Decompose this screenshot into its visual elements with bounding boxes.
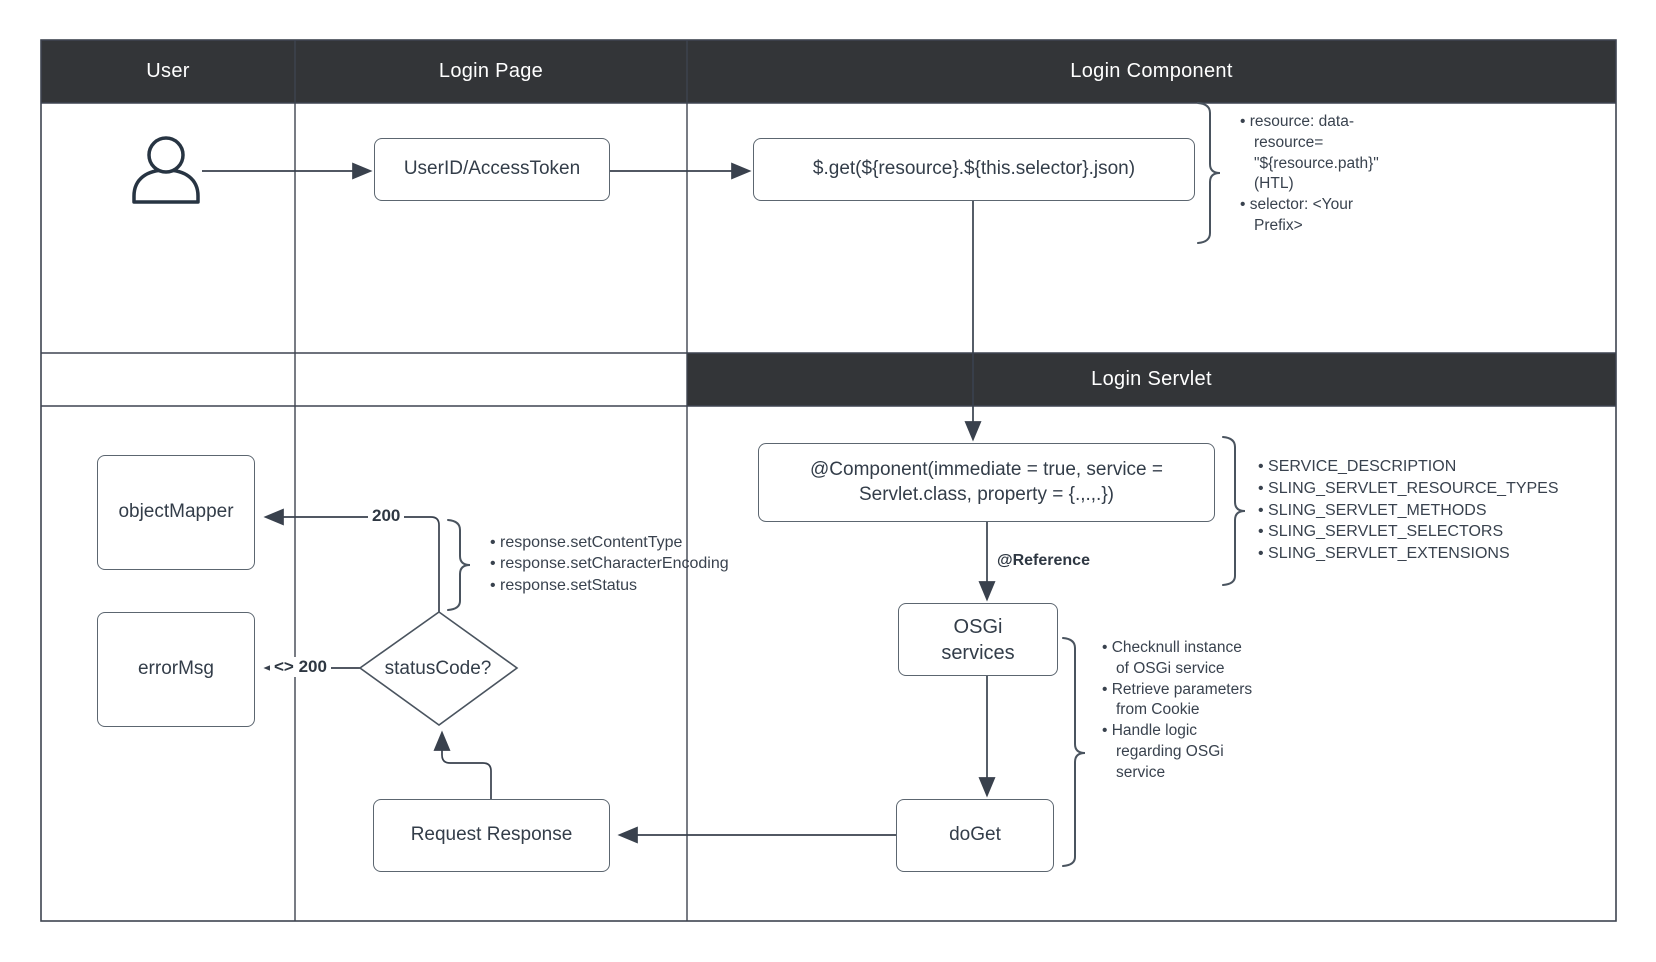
annotation-item: SLING_SERVLET_RESOURCE_TYPES — [1258, 478, 1598, 500]
annotation-item: resource: data-resource= "${resource.pat… — [1240, 112, 1379, 195]
edge-response-to-status — [433, 730, 492, 799]
annotation-item: response.setStatus — [490, 575, 770, 596]
user-person-icon — [132, 136, 200, 204]
node-component-annotation: @Component(immediate = true, service = S… — [758, 443, 1215, 522]
annotation-resource: resource: data-resource= "${resource.pat… — [1240, 112, 1379, 237]
node-request-response: Request Response — [373, 799, 610, 872]
brace-response-notes — [447, 519, 471, 611]
annotation-osgi-notes: Checknull instance of OSGi service Retri… — [1102, 638, 1257, 783]
node-object-mapper: objectMapper — [97, 455, 255, 570]
annotation-item: SLING_SERVLET_METHODS — [1258, 500, 1598, 522]
node-get-call: $.get(${resource}.${this.selector}.json) — [753, 138, 1195, 201]
brace-osgi-notes — [1062, 637, 1086, 867]
node-userid-accesstoken: UserID/AccessToken — [374, 138, 610, 201]
brace-servlet-properties — [1222, 436, 1246, 586]
annotation-servlet-properties: SERVICE_DESCRIPTION SLING_SERVLET_RESOUR… — [1258, 456, 1598, 565]
annotation-item: Retrieve parameters from Cookie — [1102, 680, 1257, 722]
node-error-msg: errorMsg — [97, 612, 255, 727]
annotation-item: Handle logic regarding OSGi service — [1102, 721, 1257, 783]
edge-label-200: 200 — [368, 506, 405, 526]
brace-resource — [1197, 102, 1221, 244]
node-osgi-services: OSGi services — [898, 603, 1058, 676]
annotation-response-notes: response.setContentType response.setChar… — [490, 532, 770, 596]
annotation-item: Checknull instance of OSGi service — [1102, 638, 1257, 680]
annotation-item: SLING_SERVLET_EXTENSIONS — [1258, 543, 1598, 565]
annotation-item: selector: <Your Prefix> — [1240, 195, 1364, 237]
lane-header-user: User — [146, 60, 190, 82]
node-doget: doGet — [896, 799, 1054, 872]
edge-label-reference: @Reference — [997, 552, 1090, 569]
edge-status-to-objectmapper — [263, 508, 440, 612]
lane-header-login-servlet: Login Servlet — [1091, 368, 1212, 390]
annotation-item: SLING_SERVLET_SELECTORS — [1258, 521, 1598, 543]
annotation-item: SERVICE_DESCRIPTION — [1258, 456, 1598, 478]
lane-header-login-page: Login Page — [438, 60, 544, 82]
lane-header-login-component: Login Component — [1070, 60, 1233, 82]
edge-label-not-200: <> 200 — [270, 657, 331, 677]
annotation-item: response.setContentType — [490, 532, 770, 553]
status-code-label: statusCode? — [384, 657, 492, 679]
annotation-item: response.setCharacterEncoding — [490, 553, 770, 574]
